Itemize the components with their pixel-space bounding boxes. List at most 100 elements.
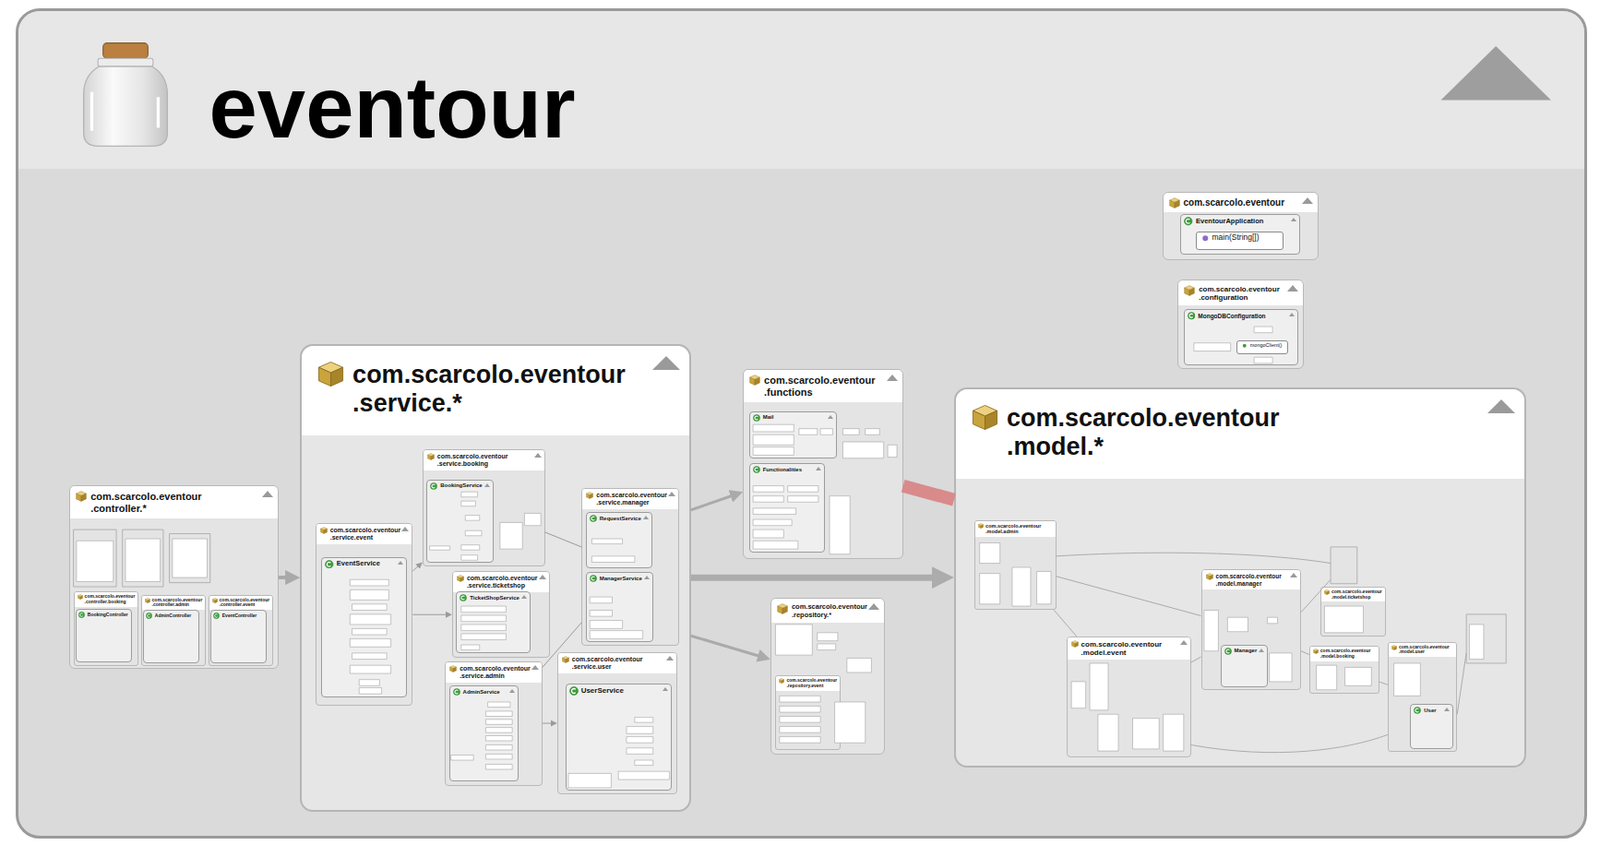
package-name: com.scarcolo.eventour .controller.bookin… bbox=[84, 594, 136, 606]
package-box: com.scarcolo.eventour .model.event bbox=[1066, 636, 1192, 757]
header-band: EventService bbox=[322, 558, 406, 572]
header-band: com.scarcolo.eventour .service.booking bbox=[423, 450, 545, 471]
package-box: MailFunctionalitiescom.scarcolo.eventour… bbox=[742, 369, 904, 560]
dependency-arrow bbox=[542, 622, 583, 669]
collapse-toggle bbox=[868, 603, 880, 610]
header-band: TicketShopService bbox=[456, 592, 530, 604]
package-icon bbox=[971, 404, 999, 431]
dependency-arrow bbox=[1191, 656, 1202, 663]
class-icon-mark bbox=[591, 516, 595, 521]
header-band: BookingService bbox=[427, 480, 492, 492]
dependency-arrow bbox=[545, 532, 583, 548]
class-icon-disc bbox=[589, 515, 597, 523]
header-band: com.scarcolo.eventour .service.manager bbox=[582, 489, 679, 510]
header-band: MongoDBConfiguration bbox=[1184, 310, 1298, 323]
package-box: EventControllercom.scarcolo.eventour .co… bbox=[208, 595, 275, 667]
class-icon-disc bbox=[145, 613, 152, 620]
dependency-arrow bbox=[412, 614, 448, 616]
cube-right bbox=[1326, 590, 1330, 595]
class-icon-disc bbox=[752, 414, 760, 421]
class-icon bbox=[145, 612, 153, 620]
class-icon bbox=[589, 574, 598, 583]
header-band: com.scarcolo.eventour .model.event bbox=[1067, 637, 1191, 660]
cube-left bbox=[1313, 650, 1316, 655]
class-name: User bbox=[1423, 707, 1436, 715]
class-icon-disc bbox=[569, 686, 578, 695]
package-icon bbox=[778, 678, 785, 684]
class-box: Mail bbox=[749, 411, 837, 459]
package-icon bbox=[456, 574, 465, 583]
collapse-toggle bbox=[662, 687, 669, 692]
class-icon-disc bbox=[752, 465, 760, 473]
class-icon bbox=[429, 482, 438, 490]
class-icon-mark bbox=[754, 467, 758, 472]
package-name: com.scarcolo.eventour .controller.* bbox=[90, 490, 202, 514]
cube-left bbox=[76, 493, 82, 502]
class-name: AdminService bbox=[463, 689, 501, 696]
class-box: Manager bbox=[1220, 644, 1269, 688]
collapse-toggle bbox=[1487, 399, 1516, 414]
dependency-arrow bbox=[1053, 609, 1077, 637]
class-icon-disc bbox=[325, 560, 335, 569]
package-name: com.scarcolo.eventour .service.user bbox=[572, 656, 644, 671]
class-name: MongoDBConfiguration bbox=[1197, 312, 1266, 320]
class-icon-mark bbox=[431, 484, 435, 489]
class-name: BookingService bbox=[440, 482, 482, 490]
header-band: BookingController bbox=[76, 609, 132, 621]
collapse-toggle bbox=[815, 466, 822, 471]
package-name: com.scarcolo.eventour .service.* bbox=[352, 360, 626, 418]
cube-left bbox=[1324, 590, 1327, 595]
collapse-toggle bbox=[1289, 312, 1295, 317]
collapse-toggle bbox=[668, 491, 676, 497]
package-box: BookingService com.scarcolo.eventour .ser… bbox=[422, 449, 546, 567]
package-box: com.scarcolo.eventour .repository.eventc… bbox=[770, 597, 885, 755]
collapse-toggle bbox=[1289, 573, 1298, 578]
cube-left bbox=[427, 454, 431, 461]
collapse-toggle bbox=[1440, 46, 1551, 101]
package-name: com.scarcolo.eventour bbox=[1183, 197, 1285, 209]
collapse-toggle bbox=[1258, 648, 1265, 653]
collapse-toggle bbox=[509, 689, 515, 693]
jar-body bbox=[83, 66, 168, 146]
package-icon bbox=[427, 453, 435, 461]
package-icon bbox=[1071, 640, 1079, 648]
cube-left bbox=[212, 598, 215, 603]
cube-right bbox=[1189, 287, 1195, 296]
collapse-toggle bbox=[262, 490, 274, 498]
package-name: com.scarcolo.eventour .service.admin bbox=[459, 665, 531, 681]
package-box: AdminService com.scarcolo.eventour .servi… bbox=[444, 661, 543, 787]
class-name: AdminController bbox=[155, 613, 192, 620]
package-box: com.scarcolo.eventour .model.admin bbox=[974, 520, 1056, 610]
dependency-arrow bbox=[1379, 681, 1388, 685]
member-row bbox=[76, 326, 1484, 789]
class-box: User bbox=[1409, 704, 1453, 750]
package-icon bbox=[1324, 589, 1330, 596]
cube-left bbox=[450, 667, 454, 673]
package-name: com.scarcolo.eventour .model.event bbox=[1081, 640, 1163, 657]
package-box: com.scarcolo.eventour .model.ticketshop bbox=[1320, 586, 1386, 637]
method-name: mongoClient() bbox=[1250, 342, 1283, 348]
method-icon bbox=[1241, 343, 1248, 349]
class-box: TicketShopService bbox=[455, 591, 531, 653]
jar-highlight bbox=[92, 92, 159, 132]
collapse-toggle bbox=[397, 561, 404, 565]
package-box: BookingController com.scarcolo.eventour .… bbox=[69, 485, 279, 669]
class-icon-disc bbox=[453, 689, 460, 696]
class-name: Functionalities bbox=[763, 466, 802, 474]
header-band: AdminService bbox=[450, 686, 518, 698]
package-icon bbox=[1169, 197, 1181, 209]
cycle-band bbox=[903, 486, 955, 501]
package-box: BookingController com.scarcolo.eventour .… bbox=[73, 591, 140, 667]
cube-left bbox=[1071, 642, 1075, 648]
cube-right bbox=[214, 598, 218, 603]
collapse-toggle bbox=[521, 595, 527, 599]
class-name: ManagerService bbox=[599, 575, 643, 583]
collapse-toggle bbox=[1287, 285, 1299, 292]
cube-right bbox=[147, 598, 151, 603]
class-icon-mark bbox=[1226, 649, 1230, 654]
package-icon bbox=[449, 665, 457, 673]
class-icon-mark bbox=[1189, 313, 1194, 318]
package-name: com.scarcolo.eventour .model.booking bbox=[1320, 648, 1372, 660]
class-icon bbox=[752, 465, 761, 474]
class-name: BookingController bbox=[87, 612, 129, 619]
